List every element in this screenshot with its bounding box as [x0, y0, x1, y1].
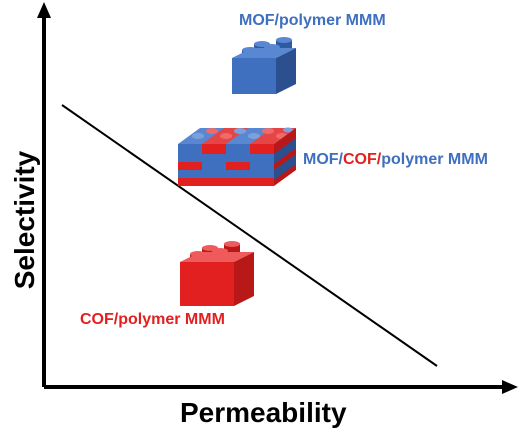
axes: [37, 2, 518, 394]
hybrid-label-part-mof: MOF/: [303, 151, 343, 168]
hybrid-brick-stack-icon: [178, 127, 296, 186]
upper-bound-line: [61, 104, 438, 367]
hybrid-label-part-cof: COF/: [343, 151, 382, 168]
x-axis-title: Permeability: [180, 397, 347, 428]
cof-brick-icon: [180, 241, 254, 306]
mof-brick-icon: [232, 37, 296, 94]
hybrid-label-part-polymer: polymer MMM: [381, 151, 488, 168]
y-axis-title: Selectivity: [9, 150, 40, 290]
cof-polymer-label: COF/polymer MMM: [80, 311, 225, 329]
mof-polymer-label: MOF/polymer MMM: [239, 12, 386, 30]
cof-polymer-label-text: COF/polymer MMM: [80, 311, 225, 328]
mof-cof-polymer-label: MOF/COF/polymer MMM: [303, 151, 488, 169]
x-axis-arrowhead: [502, 380, 518, 394]
mof-polymer-label-text: MOF/polymer MMM: [239, 12, 386, 29]
y-axis-arrowhead: [37, 2, 51, 18]
